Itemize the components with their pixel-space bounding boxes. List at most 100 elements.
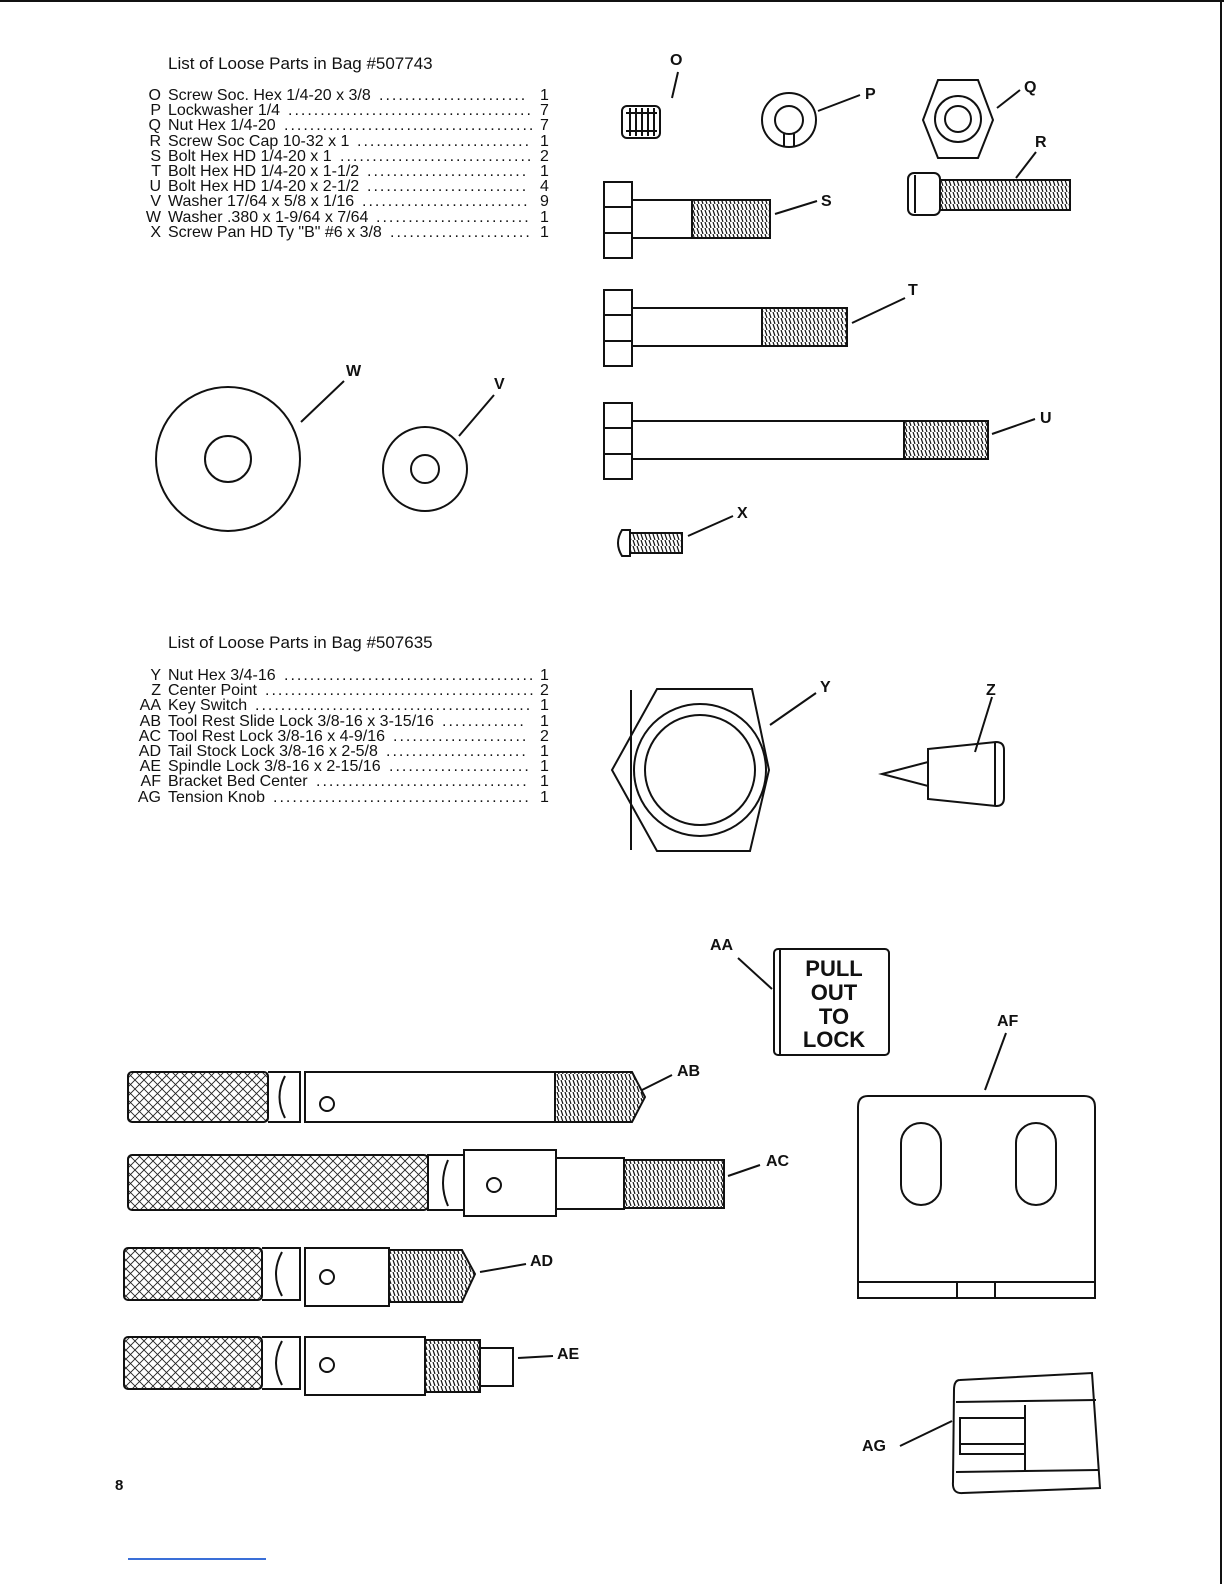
key-switch-aa-drawing [773,948,890,1056]
callout-label-x: X [737,505,748,522]
callout-label-aa: AA [710,937,734,954]
part-code: R [149,132,161,150]
rod-ab-drawing [127,1071,647,1123]
part-code: V [150,193,161,211]
leader-dots: ...................... [389,758,531,776]
part-description: Bolt Hex HD 1/4-20 x 1-1/2 [168,162,360,180]
callout-label-q: Q [1024,79,1037,96]
tension-knob-ag-drawing [951,1371,1102,1495]
leader-dots: ............. [442,712,526,730]
part-description: Washer .380 x 1-9/64 x 7/64 [168,208,369,226]
part-code: O [148,87,161,104]
key-switch-line4: LOCK [803,1027,865,1052]
leader-dots: ..................... [393,727,529,745]
leader-dots: ........................ [376,208,531,226]
center-point-z-drawing [878,740,1005,808]
bolt-t-drawing [603,289,848,367]
bag2-title: List of Loose Parts in Bag #507635 [168,633,433,652]
lockwasher-p-drawing [761,92,817,148]
part-code: Q [148,117,161,135]
part-description: Center Point [168,682,257,700]
part-code: P [150,102,161,120]
part-description: Tail Stock Lock 3/8-16 x 2-5/8 [168,742,378,760]
leader-dots: ........................................… [255,697,533,715]
part-quantity: 2 [540,682,549,700]
pan-head-screw-x-drawing [617,529,683,557]
leader-dots: ....................................... [284,117,536,135]
leader-dots: .......................... [362,193,530,211]
bottom-rule [128,1558,266,1560]
part-code: AF [140,773,161,791]
callout-label-o: O [670,52,683,69]
callout-label-s: S [821,193,832,210]
part-quantity: 1 [540,667,549,684]
part-description: Spindle Lock 3/8-16 x 2-15/16 [168,758,381,776]
washer-w-drawing [155,386,301,532]
large-hex-nut-y-drawing [610,688,771,852]
part-quantity: 1 [540,712,549,730]
set-screw-o-drawing [621,105,661,139]
leader-dots: ...................... [386,742,528,760]
page-top-border [0,0,1224,2]
key-switch-line1: PULL [805,956,862,981]
part-quantity: 1 [540,132,549,150]
part-quantity: 1 [540,208,549,226]
callout-label-z: Z [986,682,996,699]
part-quantity: 1 [540,788,549,806]
key-switch-line3: TO [819,1004,849,1029]
part-description: Screw Soc Cap 10-32 x 1 [168,132,350,150]
rod-ad-drawing [123,1247,477,1307]
callout-label-ad: AD [530,1253,554,1270]
part-code: X [150,223,161,241]
part-quantity: 1 [540,773,549,791]
washer-v-drawing [382,426,468,512]
part-code: AG [137,788,161,806]
part-quantity: 1 [540,742,549,760]
part-description: Bracket Bed Center [168,773,308,791]
bag1-title: List of Loose Parts in Bag #507743 [168,54,433,73]
part-quantity: 1 [540,758,549,776]
part-quantity: 9 [540,193,549,211]
callout-label-ac: AC [766,1153,790,1170]
callout-label-r: R [1035,134,1047,151]
callout-label-w: W [346,363,362,380]
part-description: Screw Soc. Hex 1/4-20 x 3/8 [168,87,371,104]
part-description: Tool Rest Slide Lock 3/8-16 x 3-15/16 [168,712,434,730]
part-code: T [151,162,161,180]
leader-dots: ........................................… [265,682,536,700]
part-code: U [149,178,161,196]
callout-label-af: AF [997,1013,1019,1030]
leader-dots: ........................................ [273,788,531,806]
callout-label-ag: AG [862,1438,886,1455]
bolt-s-drawing [603,181,771,259]
part-description: Tool Rest Lock 3/8-16 x 4-9/16 [168,727,386,745]
part-quantity: 7 [540,117,549,135]
leader-dots: ...................... [390,223,532,241]
part-code: Y [150,667,161,684]
leader-dots: .............................. [340,147,534,165]
part-quantity: 1 [540,223,549,241]
part-code: AC [138,727,161,745]
rod-ae-drawing [123,1336,514,1396]
callout-label-y: Y [820,679,831,696]
leader-dots: ........................... [357,132,532,150]
leader-dots: ....................................... [284,667,536,684]
leader-dots: ......................... [367,178,529,196]
part-code: Z [151,682,161,700]
callout-label-ae: AE [557,1346,580,1363]
callout-label-t: T [908,282,918,299]
page-right-border [1220,0,1222,1584]
